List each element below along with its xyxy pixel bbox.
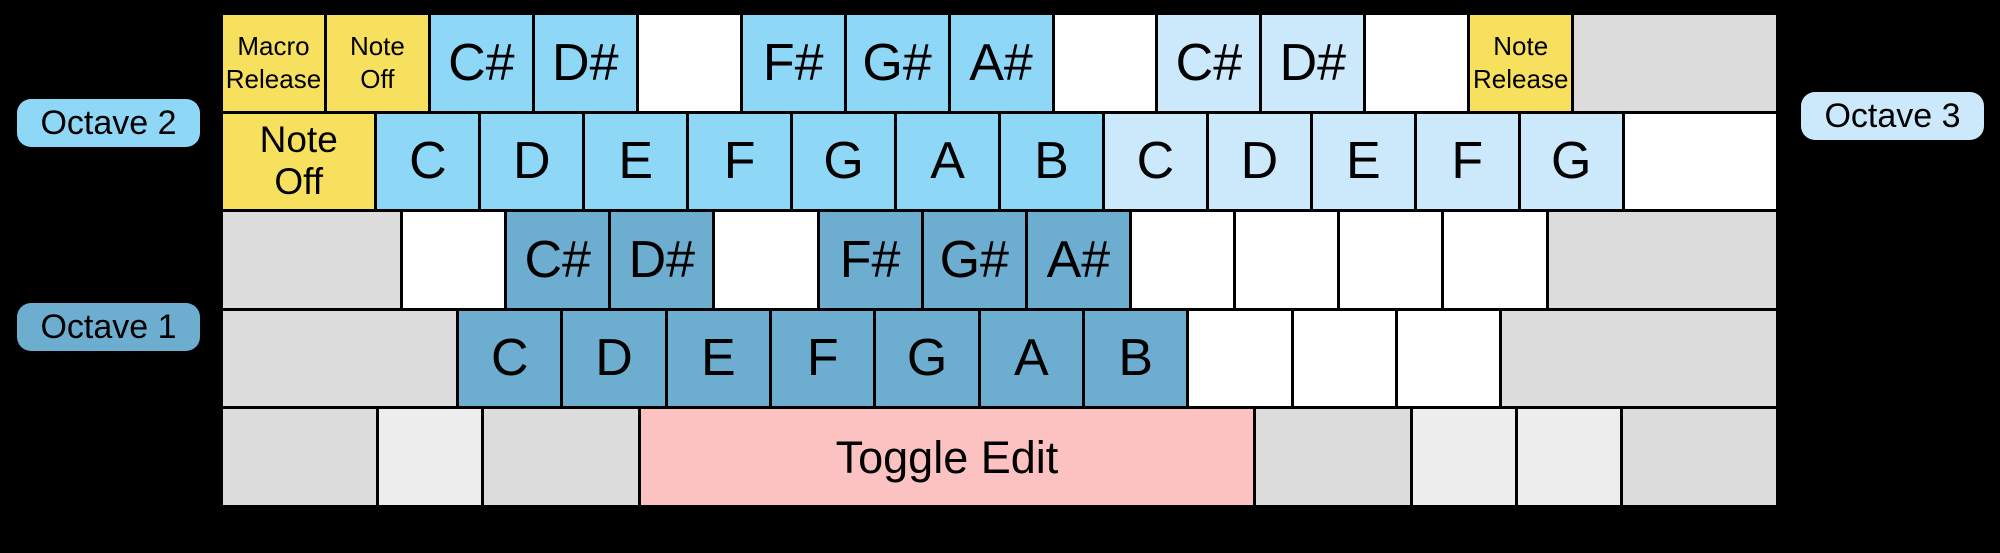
key-inactive [1502, 310, 1776, 407]
key-inactive [223, 212, 400, 308]
key-g-oct2: G [793, 113, 895, 210]
key-d-sharp-oct2: D# [534, 15, 636, 111]
key-e-oct3: E [1312, 113, 1414, 210]
key-blank [1189, 310, 1291, 407]
key-inactive [223, 409, 377, 505]
key-c-sharp-oct2: C# [430, 15, 532, 111]
key-c-oct1: C [459, 310, 561, 407]
key-inactive [1622, 409, 1777, 505]
key-e-oct2: E [585, 113, 687, 210]
key-blank [1054, 15, 1156, 111]
key-inactive [223, 310, 457, 407]
home-row: C#D# F#G#A# [223, 212, 1777, 308]
key-a-oct2: A [897, 113, 999, 210]
key-c-sharp-oct3: C# [1158, 15, 1260, 111]
key-d-oct2: D [481, 113, 583, 210]
key-g-sharp-oct2: G# [846, 15, 948, 111]
key-blank [402, 212, 505, 308]
key-inactive [379, 409, 482, 505]
key-inactive [1574, 15, 1777, 111]
key-blank [638, 15, 740, 111]
key-blank [1444, 212, 1546, 308]
key-d-sharp-oct1: D# [611, 212, 713, 308]
key-g-oct3: G [1520, 113, 1622, 210]
key-inactive [1256, 409, 1410, 505]
key-a-oct1: A [980, 310, 1083, 407]
key-c-oct2: C [377, 113, 479, 210]
key-blank [1398, 310, 1500, 407]
key-blank [1236, 212, 1338, 308]
key-a-sharp-oct2: A# [950, 15, 1052, 111]
key-blank [1366, 15, 1468, 111]
space-row: Toggle Edit [223, 409, 1777, 505]
octave-2-label: Octave 2 [17, 99, 200, 147]
key-toggle-edit: Toggle Edit [640, 409, 1254, 505]
octave-1-label: Octave 1 [17, 303, 200, 351]
key-f-oct1: F [772, 310, 874, 407]
key-inactive [1517, 409, 1620, 505]
key-g-sharp-oct1: G# [923, 212, 1025, 308]
key-f-sharp-oct1: F# [819, 212, 921, 308]
key-b-oct2: B [1001, 113, 1102, 210]
key-blank [1293, 310, 1396, 407]
key-blank [1624, 113, 1777, 210]
key-b-oct1: B [1085, 310, 1187, 407]
key-a-sharp-oct1: A# [1027, 212, 1129, 308]
key-f-oct3: F [1416, 113, 1518, 210]
key-g-oct1: G [876, 310, 978, 407]
key-blank [1131, 212, 1234, 308]
key-d-oct3: D [1208, 113, 1310, 210]
key-d-oct1: D [563, 310, 665, 407]
key-e-oct1: E [667, 310, 770, 407]
key-c-sharp-oct1: C# [507, 212, 609, 308]
key-f-oct2: F [689, 113, 791, 210]
key-inactive [1548, 212, 1777, 308]
key-f-sharp-oct2: F# [742, 15, 844, 111]
octave-3-label: Octave 3 [1801, 92, 1984, 140]
key-blank [1340, 212, 1442, 308]
key-blank [715, 212, 817, 308]
key-inactive [484, 409, 638, 505]
key-d-sharp-oct3: D# [1262, 15, 1364, 111]
key-inactive [1412, 409, 1515, 505]
key-c-oct3: C [1104, 113, 1206, 210]
